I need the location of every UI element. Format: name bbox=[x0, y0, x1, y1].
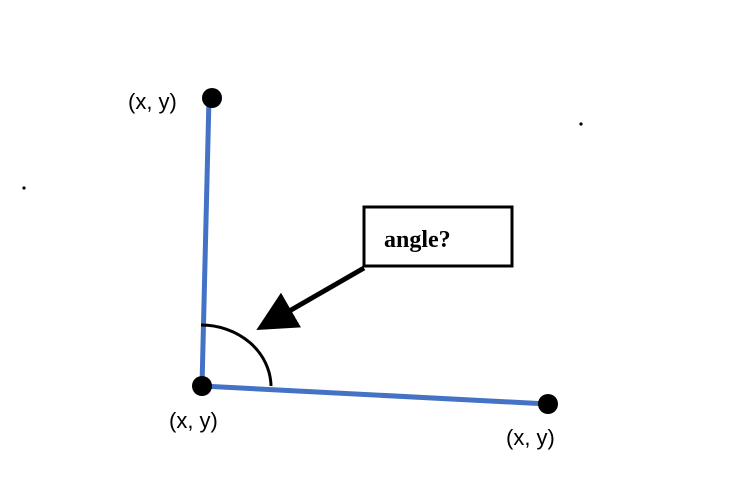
stray-dot-left bbox=[22, 186, 26, 190]
label-top-point: (x, y) bbox=[128, 89, 177, 114]
segment-vertical bbox=[199, 95, 212, 389]
label-vertex-point: (x, y) bbox=[169, 408, 218, 433]
segment-horizontal bbox=[199, 383, 551, 407]
label-right-point: (x, y) bbox=[506, 425, 555, 450]
point-right bbox=[538, 394, 558, 414]
point-top bbox=[202, 88, 222, 108]
stray-dot-right bbox=[579, 122, 583, 126]
point-vertex bbox=[192, 376, 212, 396]
callout-arrow bbox=[256, 265, 366, 330]
angle-arc bbox=[200, 323, 273, 387]
callout-label: angle? bbox=[384, 227, 451, 253]
callout-box bbox=[362, 205, 514, 268]
